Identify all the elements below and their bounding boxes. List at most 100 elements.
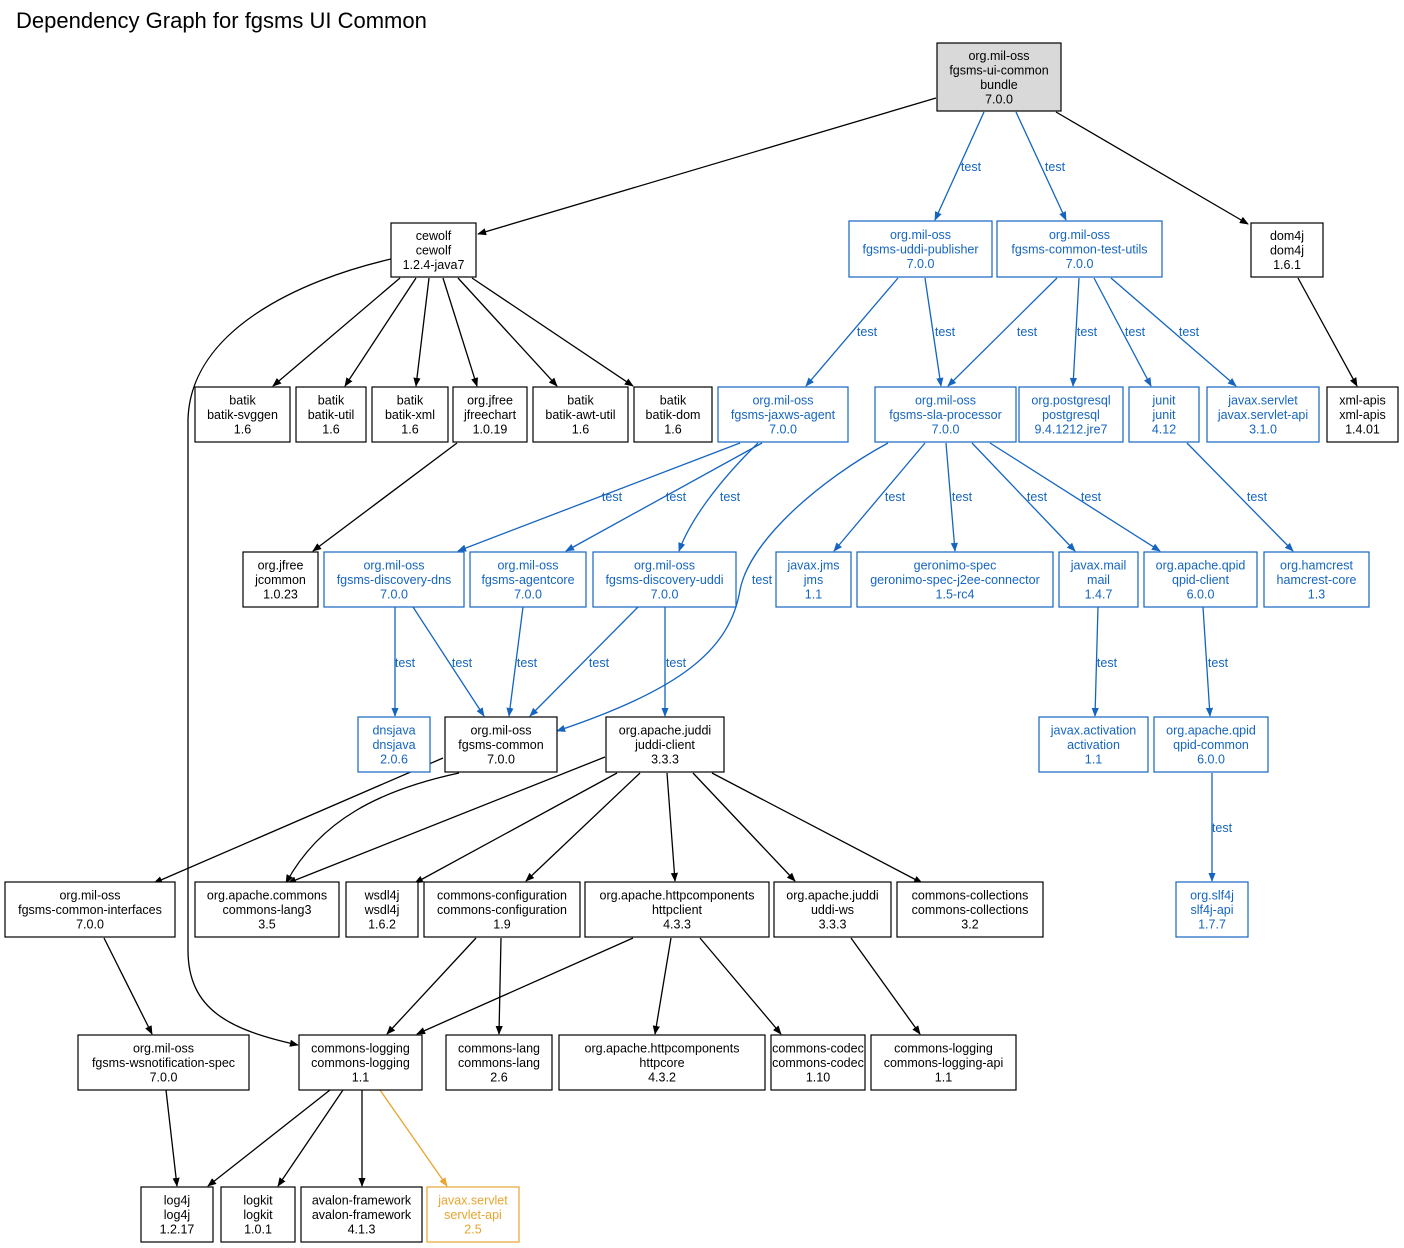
node-box <box>4 881 176 938</box>
edge-fcommon-to-lang3 <box>285 772 460 884</box>
edge-cewolf-to-bxml <box>413 277 430 387</box>
node-label-line: 7.0.0 <box>514 588 542 602</box>
node-box <box>357 716 431 773</box>
node-label-line: javax.servlet <box>437 1194 508 1208</box>
node-label-line: 3.2 <box>961 918 978 932</box>
node-box <box>848 220 993 278</box>
edge-label: test <box>1017 325 1038 339</box>
node-label-line: httpclient <box>652 903 703 917</box>
node-label-line: commons-collections <box>912 903 1029 917</box>
edge-httpclient-to-ccodec <box>699 937 782 1035</box>
node-label-line: dom4j <box>1270 229 1304 243</box>
edge-testutils-to-junit <box>1093 277 1152 387</box>
node-box <box>773 881 892 938</box>
node-label-line: batik <box>318 394 345 408</box>
edge-sla-to-fcommon <box>556 442 889 732</box>
node-label-line: jfreechart <box>463 408 517 422</box>
node-label-line: wsdl4j <box>364 903 400 917</box>
edge-ifaces-to-wsnotif <box>103 937 153 1035</box>
edge-juddiclient-to-httpclient <box>666 772 678 882</box>
node-label-line: org.apache.qpid <box>1166 724 1256 738</box>
node-label-line: 6.0.0 <box>1187 588 1215 602</box>
node-label-line: org.mil-oss <box>470 724 531 738</box>
node-label-line: 1.6 <box>401 423 418 437</box>
node-label-line: 1.3 <box>1308 588 1325 602</box>
node-label-line: org.hamcrest <box>1280 559 1353 573</box>
node-box <box>633 386 713 443</box>
edge-label: test <box>885 490 906 504</box>
node-ccoll: commons-collectionscommons-collections3.… <box>896 881 1044 938</box>
node-label-line: 4.3.3 <box>663 918 691 932</box>
edge-juddiclient-to-cconfig <box>525 772 641 882</box>
node-label-line: org.mil-oss <box>133 1042 194 1056</box>
edge-label: test <box>720 490 741 504</box>
edge-label: test <box>1208 656 1229 670</box>
node-box <box>1263 551 1370 608</box>
node-label-line: 3.3.3 <box>651 753 679 767</box>
node-label-line: 1.2.17 <box>160 1223 195 1237</box>
node-box <box>444 716 558 773</box>
node-box <box>996 220 1163 278</box>
node-label-line: jcommon <box>254 573 306 587</box>
node-label-line: uddi-ws <box>811 903 854 917</box>
edge-label: test <box>1081 490 1102 504</box>
page-title: Dependency Graph for fgsms UI Common <box>16 8 427 33</box>
node-label-line: commons-configuration <box>437 889 567 903</box>
node-label-line: fgsms-common <box>458 738 543 752</box>
edge-clogging-to-logkit <box>277 1089 344 1187</box>
node-label-line: 7.0.0 <box>907 257 935 271</box>
node-wsnotif: org.mil-ossfgsms-wsnotification-spec7.0.… <box>77 1034 250 1091</box>
node-box <box>242 551 319 608</box>
node-label-line: cewolf <box>416 244 452 258</box>
node-box <box>1143 551 1258 608</box>
node-label-line: 2.0.6 <box>380 753 408 767</box>
node-label-line: batik-awt-util <box>545 408 615 422</box>
node-label-line: batik-svggen <box>207 408 278 422</box>
edge-label: test <box>666 490 687 504</box>
node-label-line: batik <box>229 394 256 408</box>
edge-root-to-dom4j <box>1055 111 1249 225</box>
node-label-line: org.apache.juddi <box>786 889 878 903</box>
edge-jaxws-to-discdns <box>457 442 741 552</box>
edge-testutils-to-sla <box>947 277 1058 387</box>
node-box <box>856 551 1054 608</box>
node-box <box>452 386 528 443</box>
node-label-line: javax.servlet-api <box>1217 408 1308 422</box>
node-label-line: 1.2.4-java7 <box>403 258 465 272</box>
node-label-line: org.mil-oss <box>890 228 951 242</box>
node-box <box>220 1186 296 1243</box>
edge-sla-to-geronimo <box>945 442 958 552</box>
node-label-line: 3.3.3 <box>819 918 847 932</box>
edge-label: test <box>935 325 956 339</box>
edge-cewolf-to-jfreechart <box>442 277 479 387</box>
node-label-line: 4.3.2 <box>648 1071 676 1085</box>
node-label-line: 7.0.0 <box>150 1071 178 1085</box>
node-label-line: fgsms-ui-common <box>949 63 1048 77</box>
node-label-line: 1.6 <box>572 423 589 437</box>
node-label-line: 1.0.19 <box>473 423 508 437</box>
edge-label: test <box>1125 325 1146 339</box>
node-label-line: 4.12 <box>1152 423 1176 437</box>
node-box <box>1153 716 1269 773</box>
node-label-line: javax.activation <box>1050 724 1137 738</box>
node-label-line: 1.6.1 <box>1273 258 1301 272</box>
node-label-line: commons-lang <box>458 1056 540 1070</box>
node-label-line: xml-apis <box>1339 394 1386 408</box>
node-label-line: 7.0.0 <box>769 423 797 437</box>
